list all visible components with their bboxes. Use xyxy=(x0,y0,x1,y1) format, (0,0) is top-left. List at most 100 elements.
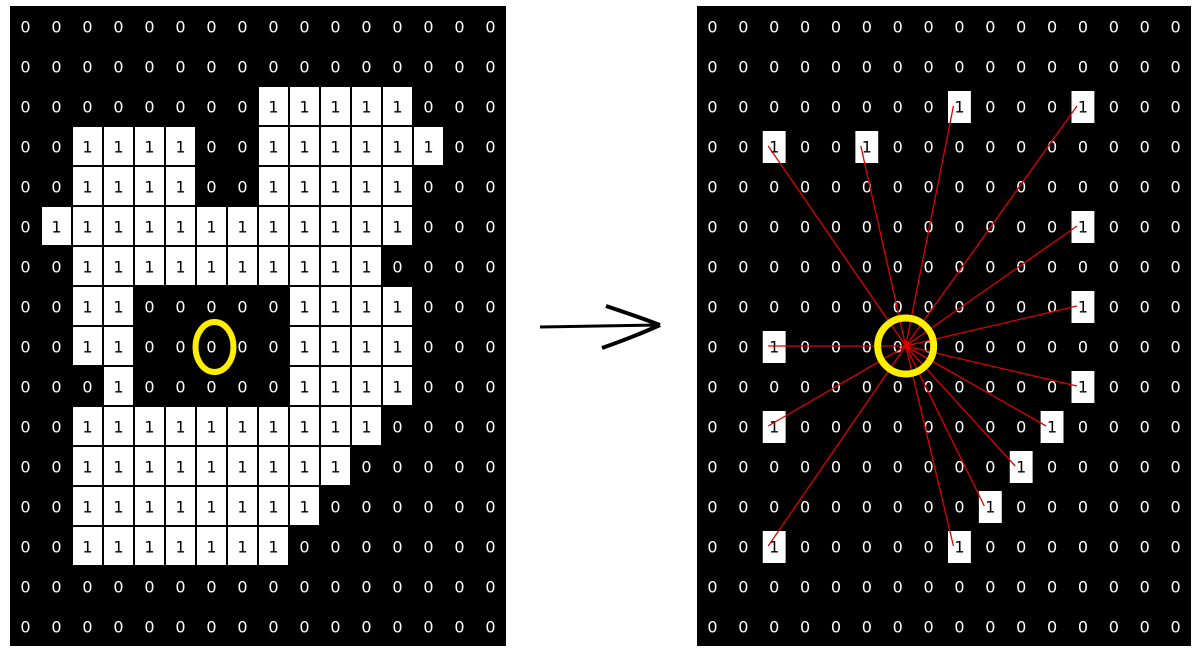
cell-value: 0 xyxy=(800,298,810,317)
grid-cell: 0 xyxy=(330,538,340,557)
cell-value: 0 xyxy=(20,58,30,77)
cell-value: 0 xyxy=(423,418,433,437)
grid-cell: 0 xyxy=(20,218,30,237)
grid-cell: 1 xyxy=(104,527,134,566)
cell-value: 0 xyxy=(1140,498,1150,517)
cell-value: 0 xyxy=(831,18,841,37)
grid-cell: 0 xyxy=(800,258,810,277)
cell-value: 0 xyxy=(454,18,464,37)
cell-value: 1 xyxy=(361,138,371,157)
cell-value: 0 xyxy=(175,578,185,597)
cell-value: 0 xyxy=(954,498,964,517)
grid-cell: 0 xyxy=(985,98,995,117)
grid-cell: 0 xyxy=(113,98,123,117)
cell-value: 1 xyxy=(206,538,216,557)
cell-value: 0 xyxy=(769,98,779,117)
grid-cell: 0 xyxy=(206,618,216,637)
cell-value: 0 xyxy=(1109,338,1119,357)
cell-value: 0 xyxy=(831,498,841,517)
cell-value: 0 xyxy=(707,178,717,197)
cell-value: 1 xyxy=(299,338,309,357)
cell-value: 0 xyxy=(800,98,810,117)
grid-cell: 0 xyxy=(1140,578,1150,597)
cell-value: 0 xyxy=(738,58,748,77)
cell-value: 0 xyxy=(1170,58,1180,77)
cell-value: 1 xyxy=(361,338,371,357)
grid-cell: 1 xyxy=(135,447,165,486)
grid-cell: 0 xyxy=(144,338,154,357)
grid-cell: 0 xyxy=(1016,138,1026,157)
cell-value: 0 xyxy=(20,138,30,157)
grid-cell: 0 xyxy=(769,298,779,317)
cell-value: 0 xyxy=(1140,98,1150,117)
grid-cell: 0 xyxy=(423,258,433,277)
grid-cell: 0 xyxy=(423,578,433,597)
cell-value: 0 xyxy=(738,378,748,397)
grid-cell: 0 xyxy=(1047,178,1057,197)
cell-value: 0 xyxy=(485,58,495,77)
cell-value: 1 xyxy=(82,418,92,437)
grid-cell: 0 xyxy=(831,458,841,477)
cell-value: 0 xyxy=(738,98,748,117)
grid-cell: 0 xyxy=(51,498,61,517)
cell-value: 0 xyxy=(738,338,748,357)
cell-value: 1 xyxy=(268,418,278,437)
cell-value: 0 xyxy=(423,338,433,357)
grid-cell: 1 xyxy=(104,207,134,246)
grid-cell: 0 xyxy=(800,58,810,77)
cell-value: 0 xyxy=(1078,338,1088,357)
grid-cell: 0 xyxy=(1078,18,1088,37)
cell-value: 0 xyxy=(485,218,495,237)
grid-cell: 1 xyxy=(228,527,258,566)
grid-cell: 0 xyxy=(1016,578,1026,597)
grid-cell: 0 xyxy=(769,58,779,77)
cell-value: 1 xyxy=(268,178,278,197)
grid-cell: 0 xyxy=(20,458,30,477)
cell-value: 1 xyxy=(268,218,278,237)
grid-cell: 0 xyxy=(20,538,30,557)
cell-value: 0 xyxy=(800,578,810,597)
cell-value: 0 xyxy=(800,338,810,357)
cell-value: 0 xyxy=(1170,258,1180,277)
grid-cell: 0 xyxy=(893,538,903,557)
grid-cell: 0 xyxy=(1047,218,1057,237)
grid-cell: 0 xyxy=(82,618,92,637)
cell-value: 0 xyxy=(485,338,495,357)
cell-value: 0 xyxy=(738,138,748,157)
cell-value: 0 xyxy=(800,378,810,397)
grid-cell: 0 xyxy=(423,458,433,477)
cell-value: 0 xyxy=(769,498,779,517)
grid-cell: 0 xyxy=(268,18,278,37)
cell-value: 0 xyxy=(893,18,903,37)
cell-value: 0 xyxy=(707,618,717,637)
cell-value: 0 xyxy=(923,538,933,557)
grid-cell: 0 xyxy=(1078,138,1088,157)
cell-value: 0 xyxy=(862,418,872,437)
cell-value: 0 xyxy=(923,498,933,517)
grid-cell: 1 xyxy=(104,327,134,366)
grid-cell: 1 xyxy=(1072,371,1095,403)
cell-value: 1 xyxy=(1078,98,1088,117)
cell-value: 0 xyxy=(485,578,495,597)
grid-cell: 0 xyxy=(985,418,995,437)
grid-cell: 1 xyxy=(383,207,413,246)
cell-value: 0 xyxy=(299,538,309,557)
cell-value: 0 xyxy=(800,218,810,237)
grid-cell: 0 xyxy=(51,138,61,157)
grid-cell: 1 xyxy=(352,327,382,366)
grid-cell: 0 xyxy=(299,58,309,77)
grid-cell: 0 xyxy=(51,378,61,397)
cell-value: 1 xyxy=(113,538,123,557)
grid-cell: 0 xyxy=(893,378,903,397)
cell-value: 0 xyxy=(20,98,30,117)
grid-cell: 0 xyxy=(268,618,278,637)
cell-value: 0 xyxy=(831,98,841,117)
grid-cell: 1 xyxy=(135,167,165,206)
cell-value: 0 xyxy=(454,98,464,117)
cell-value: 1 xyxy=(1078,218,1088,237)
grid-cell: 0 xyxy=(1016,58,1026,77)
grid-cell: 0 xyxy=(707,258,717,277)
cell-value: 1 xyxy=(82,178,92,197)
cell-value: 0 xyxy=(20,578,30,597)
cell-value: 0 xyxy=(113,18,123,37)
